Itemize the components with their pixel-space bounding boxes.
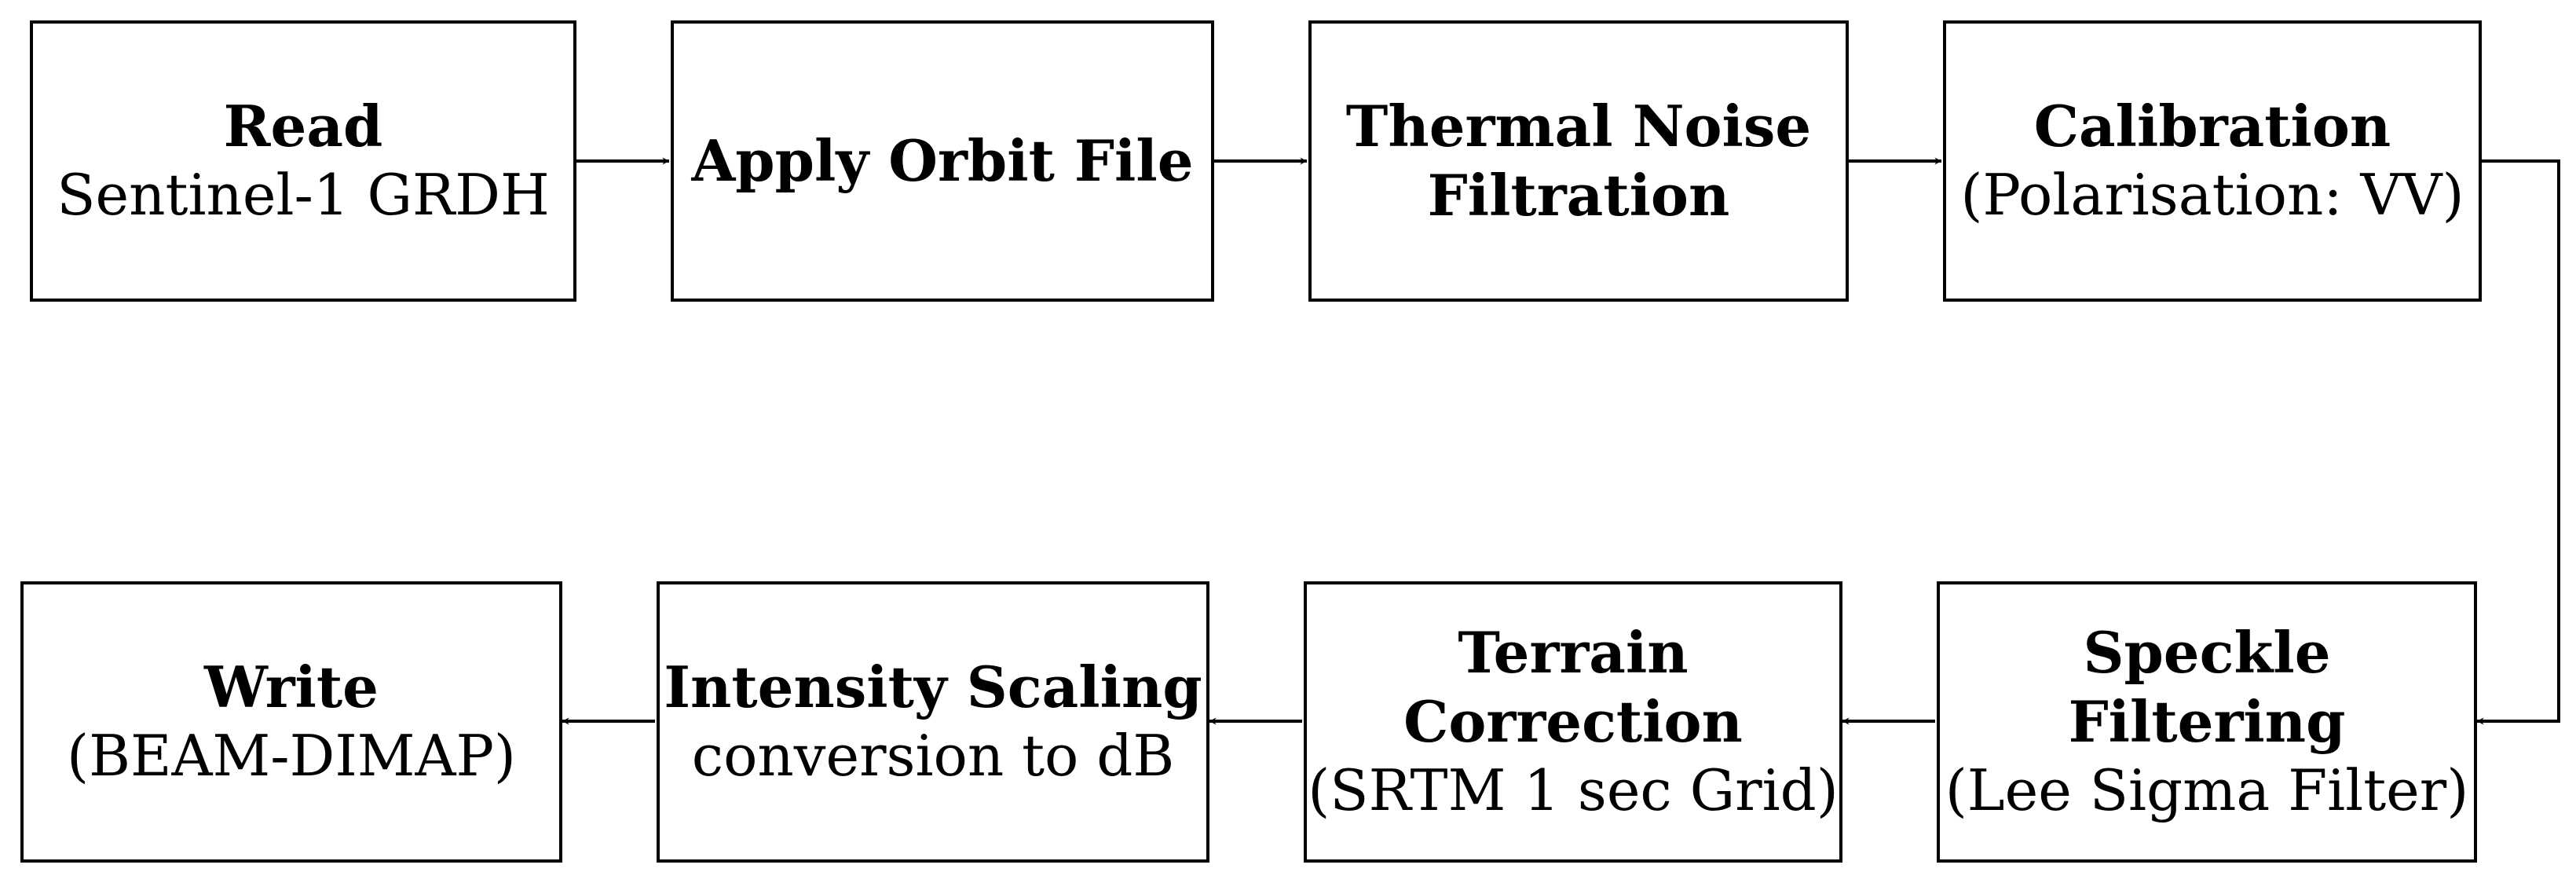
node-speckle-filtering-subtitle: (Lee Sigma Filter) — [1945, 757, 2469, 823]
node-write-subtitle: (BEAM-DIMAP) — [66, 723, 517, 789]
node-calibration: Calibration (Polarisation: VV) — [1943, 20, 2482, 302]
node-intensity-scaling-subtitle: conversion to dB — [691, 723, 1175, 789]
node-read-title: Read — [223, 93, 383, 160]
node-read: Read Sentinel-1 GRDH — [30, 20, 576, 302]
node-apply-orbit-file: Apply Orbit File — [671, 20, 1214, 302]
node-calibration-title: Calibration — [2033, 93, 2391, 160]
edge-calibration-speckle — [2476, 159, 2560, 725]
node-write: Write (BEAM-DIMAP) — [20, 581, 562, 863]
node-apply-orbit-file-title: Apply Orbit File — [691, 127, 1194, 195]
node-read-subtitle: Sentinel-1 GRDH — [57, 162, 550, 228]
node-intensity-scaling-title: Intensity Scaling — [664, 654, 1202, 721]
node-terrain-correction-subtitle: (SRTM 1 sec Grid) — [1308, 757, 1839, 823]
node-intensity-scaling: Intensity Scaling conversion to dB — [657, 581, 1209, 863]
node-calibration-subtitle: (Polarisation: VV) — [1960, 162, 2464, 228]
node-write-title: Write — [204, 654, 379, 721]
